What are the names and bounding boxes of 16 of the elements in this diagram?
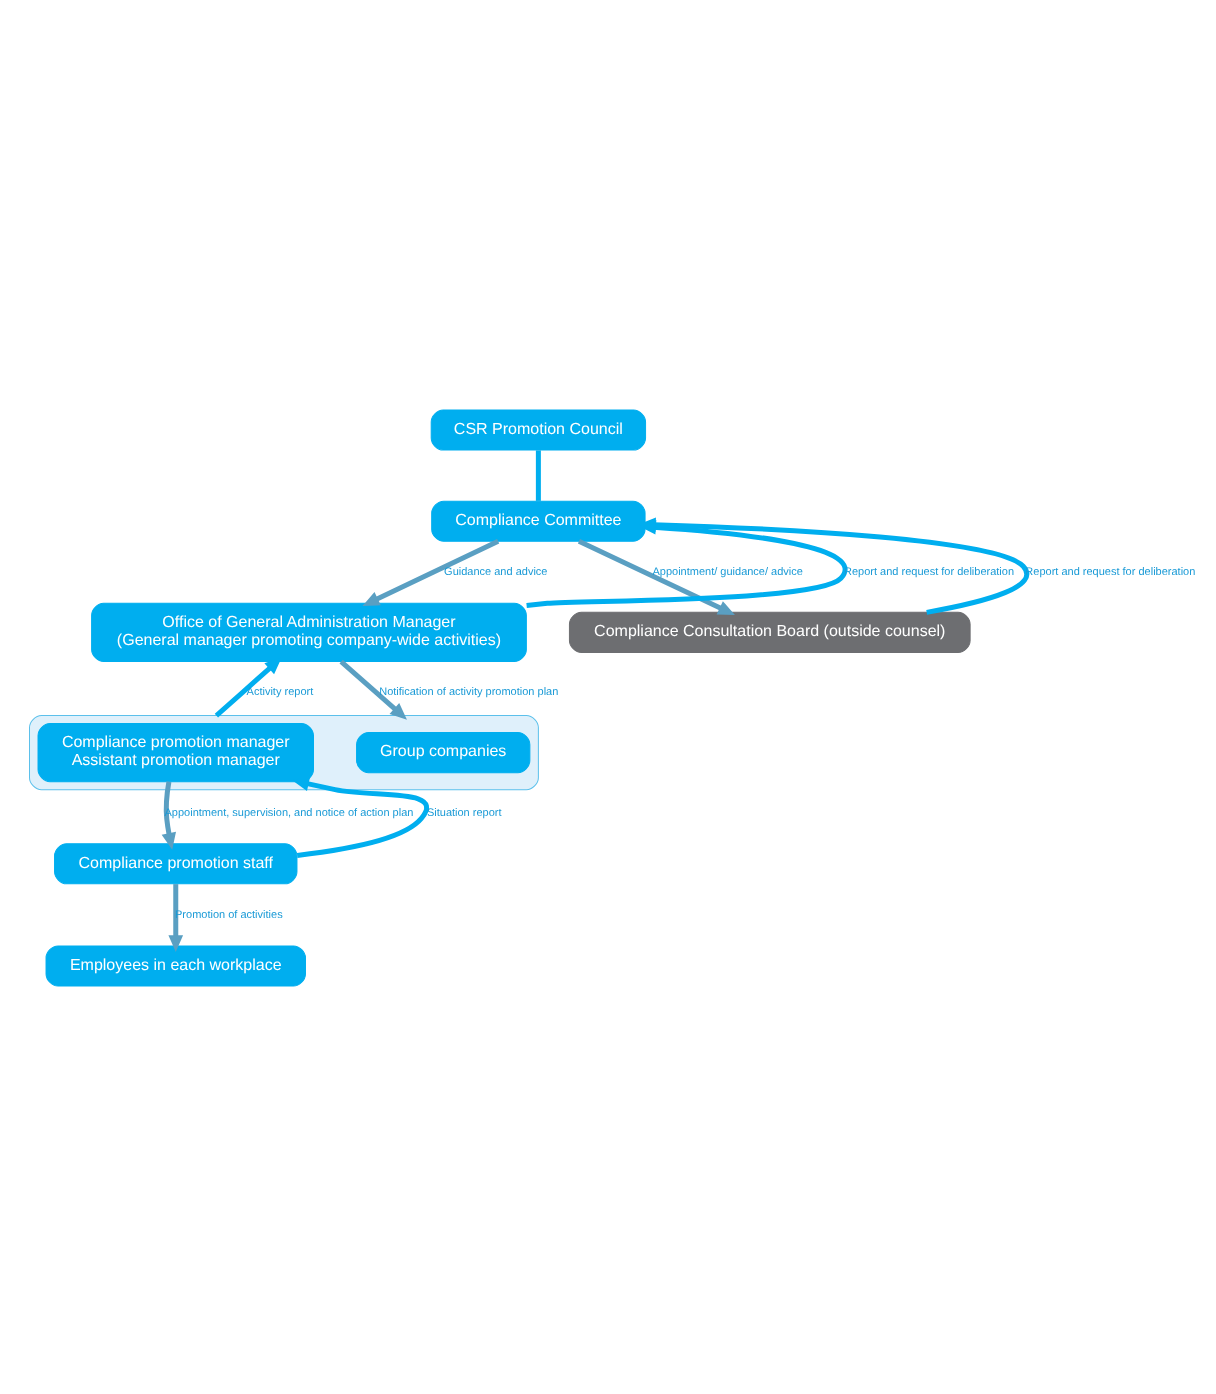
node-box: Group companies <box>356 731 531 773</box>
arrow <box>339 658 407 719</box>
node-box: Employees in each workplace <box>45 944 306 986</box>
arrow <box>214 656 282 717</box>
arrow <box>161 780 176 849</box>
node-box: Compliance Consultation Board (outside counsel) <box>568 610 971 652</box>
node-box: CSR Promotion Council <box>430 408 647 450</box>
node-box: Compliance promotion manager Assistant promotion manager <box>37 722 314 782</box>
arrow <box>362 538 500 605</box>
arrow <box>292 775 429 857</box>
node-box: Compliance Committee <box>431 499 646 541</box>
arrow <box>168 883 184 951</box>
connector <box>535 449 541 500</box>
node-box: Office of General Administration Manager (General manager promoting company-wide activities) <box>91 601 527 661</box>
arrow <box>577 538 735 614</box>
node-box: Compliance promotion staff <box>54 842 298 884</box>
